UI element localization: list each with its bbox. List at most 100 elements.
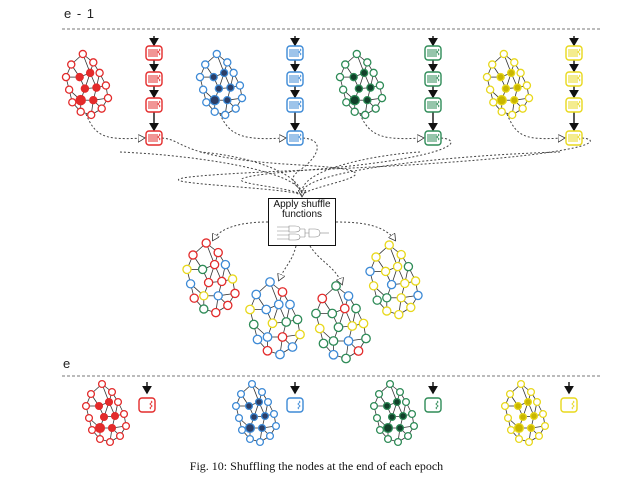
graph-node [254, 397, 264, 407]
graph-node [409, 421, 419, 431]
graph-node [119, 409, 129, 419]
graph-node [361, 333, 371, 344]
graph-node [403, 261, 414, 272]
graph-node [263, 397, 273, 407]
graph-node [371, 252, 381, 262]
graph-node [335, 72, 345, 82]
graph-node [314, 323, 325, 334]
graph-node [506, 425, 516, 435]
graph-node [182, 264, 192, 275]
graph-node [237, 425, 247, 435]
graph-node [64, 85, 74, 94]
graph-node [499, 49, 509, 59]
graph-red-prev [61, 49, 113, 120]
converge-curve-1 [199, 151, 303, 195]
graph-node [201, 60, 210, 69]
block-frame [145, 71, 163, 87]
graph-node [407, 409, 417, 419]
graph-node [396, 249, 406, 260]
graph-node [244, 401, 254, 411]
graph-node [353, 346, 364, 356]
block-frame [286, 397, 304, 413]
graph-node [318, 338, 329, 349]
graph-blue-current [231, 379, 281, 447]
link-yellow-block-to-shuffle [178, 137, 591, 197]
link-green-block-to-shuffle [240, 137, 452, 197]
graph-node [97, 104, 106, 113]
graph-node [516, 68, 525, 78]
block-frame [145, 45, 163, 61]
graph-node [201, 238, 211, 248]
block-green-3 [424, 130, 442, 146]
block-yellow-3 [565, 130, 583, 146]
graph-node [506, 68, 516, 78]
graph-node [513, 401, 523, 411]
block-blue-1 [286, 71, 304, 87]
graph-node [220, 110, 230, 120]
graph-node [265, 277, 275, 287]
graph-node [524, 93, 534, 103]
link-red-graph-to-block [85, 113, 144, 139]
graph-node [372, 295, 382, 305]
graph-node [485, 85, 495, 94]
graph-node [209, 72, 218, 82]
graph-node [328, 349, 339, 360]
graph-yellow-prev [482, 49, 534, 120]
block-wave [157, 133, 161, 141]
graph-node [202, 98, 211, 107]
graph-node [99, 412, 109, 422]
graph-node [403, 431, 413, 441]
graph-node [540, 421, 550, 431]
graph-node [311, 308, 321, 319]
graph-node [230, 288, 240, 299]
graph-node [89, 58, 98, 67]
graph-node [95, 68, 104, 78]
graph-node [365, 266, 375, 277]
block-red-0 [145, 45, 163, 61]
graph-node [199, 304, 209, 314]
graph-node [351, 303, 361, 314]
graph-node [507, 110, 517, 120]
graph-node [360, 110, 370, 120]
graph-node [107, 423, 117, 433]
graph-node [255, 437, 265, 447]
graph-node [210, 107, 219, 116]
graph-node [273, 299, 284, 310]
graph-node [522, 81, 532, 90]
graph-node [380, 266, 391, 277]
graph-node [513, 422, 525, 434]
block-wave [435, 400, 439, 410]
block-wave [297, 400, 301, 410]
graph-node [87, 425, 97, 435]
block-wave [577, 133, 581, 141]
block-wave [577, 48, 581, 56]
graph-node [260, 411, 270, 421]
logic-circuit-icon [277, 225, 329, 241]
graph-node [363, 95, 372, 105]
graph-node [392, 397, 402, 407]
graph-node [295, 329, 305, 340]
graph-node [538, 409, 548, 419]
graph-node [382, 306, 392, 316]
graph-node [188, 250, 198, 260]
block-green-2 [424, 97, 442, 113]
graph-node [75, 94, 86, 106]
block-wave [157, 100, 161, 108]
graph-green-prev [335, 49, 387, 120]
graph-node [245, 434, 255, 444]
graph-node [113, 397, 123, 407]
graph-node [115, 431, 125, 441]
graph-node [110, 411, 120, 421]
block-wave [149, 400, 153, 410]
graph-node [235, 81, 245, 90]
graph-node [277, 332, 288, 342]
graph-node [385, 379, 395, 389]
link-blue-graph-to-block [219, 113, 285, 139]
graph-node [213, 291, 223, 301]
link-blue-block-to-shuffle [292, 137, 318, 196]
graph-layer [61, 49, 550, 447]
graph-node [496, 72, 505, 82]
graph-node [248, 319, 259, 330]
link-yellow-graph-to-block [506, 113, 564, 139]
graph-node [518, 104, 527, 113]
